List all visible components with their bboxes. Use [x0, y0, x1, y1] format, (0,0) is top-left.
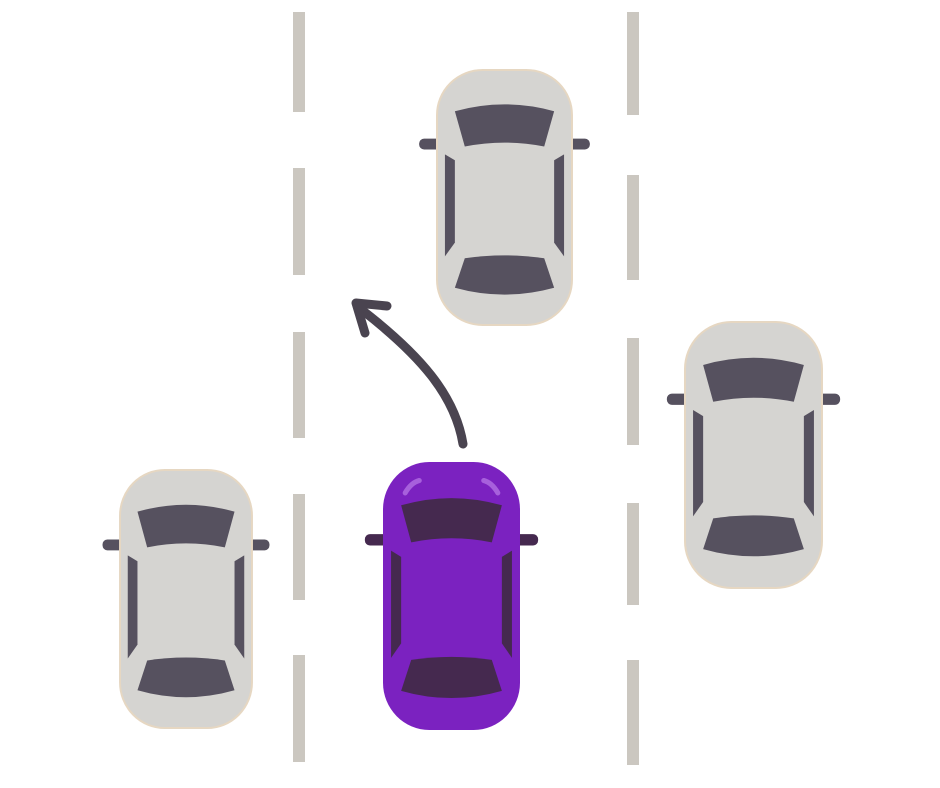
- cars: [102, 69, 841, 730]
- side-window: [693, 409, 704, 517]
- windshield: [401, 498, 502, 543]
- rear-window: [454, 255, 555, 295]
- side-window: [444, 154, 455, 257]
- headlight-highlight: [481, 477, 501, 496]
- side-window: [554, 154, 565, 257]
- lane-dash: [293, 12, 305, 112]
- lane-dash: [627, 503, 639, 605]
- side-window: [234, 555, 245, 659]
- side-window: [803, 409, 814, 517]
- side-window: [391, 550, 402, 658]
- lane-dash: [627, 12, 639, 115]
- lane-markings: [293, 12, 639, 765]
- windshield: [703, 357, 804, 402]
- arrow-shaft: [357, 305, 468, 449]
- lane-dash: [293, 168, 305, 275]
- lane-dash: [293, 655, 305, 762]
- lane-dash: [293, 332, 305, 438]
- lane-dash: [627, 175, 639, 280]
- arrow-head: [351, 298, 392, 338]
- lane-dash: [627, 660, 639, 765]
- lane-change-arrow: [351, 298, 468, 449]
- windshield: [137, 504, 235, 548]
- windshield: [454, 104, 555, 147]
- rear-window: [137, 657, 235, 698]
- gray-car-right: [666, 320, 841, 590]
- headlight-highlight: [402, 477, 422, 496]
- lane-dash: [293, 494, 305, 600]
- rear-window: [401, 656, 502, 699]
- side-window: [127, 555, 138, 659]
- gray-car-left: [102, 469, 270, 729]
- rear-window: [703, 515, 804, 557]
- gray-car-top-center: [419, 69, 590, 326]
- purple-car-ego: [364, 462, 539, 730]
- lane-dash: [627, 338, 639, 445]
- side-window: [501, 550, 512, 658]
